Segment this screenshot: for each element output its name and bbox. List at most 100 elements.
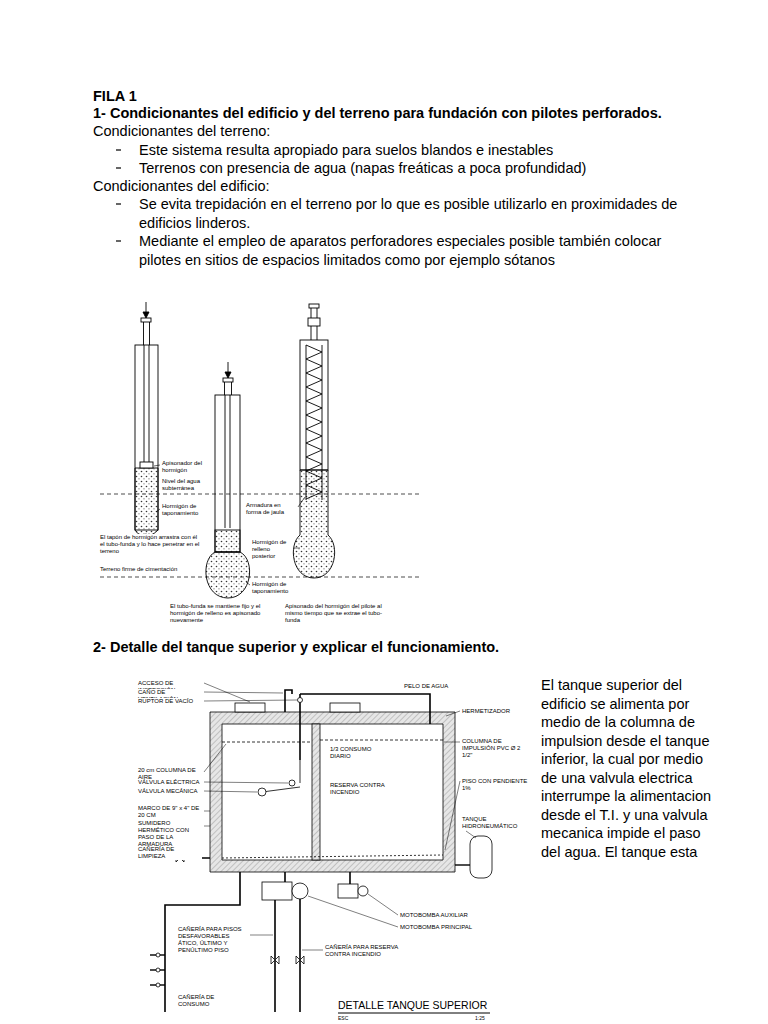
- callout-label: VÁLVULA ELÉCTRICA: [138, 779, 202, 786]
- tank-drawing-part: [156, 953, 160, 957]
- tank-drawing-part: [284, 872, 286, 882]
- callout-note: El tapón de hormigón arrastra con él el …: [100, 534, 200, 555]
- tank-leaders-part: [308, 896, 398, 927]
- pile-two-part: [225, 395, 226, 528]
- tank-drawing-part: [222, 742, 312, 743]
- callout-label: MOTOBOMBA PRINCIPAL: [400, 924, 480, 931]
- tank-drawing-part: [338, 884, 358, 898]
- tank-drawing-part: [349, 872, 351, 884]
- pile-three-part: [306, 345, 307, 500]
- pile-three-part: [309, 304, 319, 308]
- tank-drawing-part: [262, 787, 300, 792]
- tank-drawing-part: [320, 740, 443, 741]
- pile-one-part: [143, 322, 144, 345]
- tank-leaders-part: [204, 692, 283, 693]
- page-heading: FILA 1: [93, 87, 393, 106]
- tank-leaders-part: [466, 831, 476, 838]
- tank-leaders-part: [368, 894, 398, 915]
- pile-one-part: [149, 345, 150, 462]
- tank-drawing-part: [300, 760, 301, 783]
- body-text: Condicionantes del terreno:: [93, 122, 693, 141]
- tank-leaders-part: [204, 791, 257, 792]
- pile-two-part: [215, 530, 240, 552]
- pile-leaders-part: [154, 465, 160, 466]
- bullet-dashes: [116, 150, 121, 241]
- tank-drawing-part: [262, 882, 292, 900]
- pile-one-part: [141, 318, 151, 322]
- pile-one-part: [143, 312, 149, 318]
- callout-label: TANQUE HIDRONEUMÁTICO: [462, 816, 528, 830]
- bullet-dashes-part: [116, 167, 121, 168]
- tank-drawing-part: [455, 864, 470, 865]
- pile-two: [206, 362, 250, 598]
- bullet-item: Terrenos con presencia de agua (napas fr…: [139, 159, 739, 178]
- bullet-item: Este sistema resulta apropiado para suel…: [139, 141, 739, 160]
- pile-two-part: [231, 382, 232, 395]
- callout-label: COLUMNA DE IMPULSIÓN PVC Ø 2 1/2": [462, 738, 528, 759]
- callout-label: Terreno firme de cimentación: [100, 566, 200, 573]
- tank-drawing-part: [296, 956, 304, 964]
- callout-label: 1/3 CONSUMO DIARIO: [330, 746, 390, 760]
- ground-levels-part: [100, 577, 420, 578]
- pile-one-part: [144, 345, 145, 462]
- tank-drawing-part: [156, 968, 160, 972]
- body-paragraph: El tanque superior del edificio se alime…: [541, 676, 715, 861]
- pile-two-part: [215, 395, 240, 552]
- callout-label: PISO CON PENDIENTE 1%: [462, 778, 528, 792]
- tank-leaders-part: [204, 782, 288, 783]
- bullet-dashes-part: [116, 149, 121, 150]
- pile-three-part: [300, 340, 328, 470]
- tank-drawing-part: [470, 836, 492, 878]
- tank-drawing-part: [358, 886, 368, 896]
- tank-drawing-part: [235, 703, 265, 712]
- tank-drawing-part: [271, 956, 279, 964]
- tank-leaders-part: [445, 781, 460, 850]
- pile-one-part: [149, 322, 150, 345]
- callout-label: HERMETIZADOR: [462, 708, 528, 715]
- pile-two-part: [206, 552, 250, 598]
- bullet-item: Se evita trepidación en el terreno por l…: [139, 195, 701, 232]
- pile-two-part: [224, 382, 225, 395]
- pile-leaders-part: [246, 582, 250, 585]
- pile-two-part: [228, 362, 229, 373]
- pile-leaders-part: [298, 497, 305, 507]
- tank-leaders-part: [250, 935, 273, 936]
- tank-leaders-part: [204, 744, 226, 772]
- tank-leaders-part: [204, 700, 297, 701]
- callout-label: PELO DE AGUA: [404, 683, 454, 690]
- callout-note: Apisonado del hormigón del pilote al mis…: [285, 603, 390, 624]
- callout-label: Hormigón de relleno posterior: [252, 539, 292, 560]
- pile-three: [293, 304, 334, 578]
- body-text: Condicionantes del edificio:: [93, 177, 693, 196]
- tank-leaders-part: [446, 711, 460, 716]
- pile-two-part: [225, 372, 231, 378]
- callout-note: El tubo-funda se mantiene fijo y el horm…: [170, 603, 275, 624]
- pile-one-part: [135, 468, 158, 535]
- section-heading: 1- Condicionantes del edificio y del ter…: [93, 104, 753, 123]
- tank-leaders-part: [302, 950, 323, 951]
- callout-label: CAÑERÍA DE CONSUMO: [178, 994, 238, 1008]
- bullet-dashes-part: [116, 203, 121, 204]
- callout-label: Nivel del agua subterránea: [162, 478, 210, 492]
- pile-three-part: [308, 318, 320, 326]
- bullet-item: Mediante el empleo de aparatos perforado…: [139, 232, 679, 269]
- callout-label: CAÑERÍA PARA PISOS DESFAVORABLES ÁTICO, …: [178, 926, 248, 954]
- pile-two-part: [223, 378, 233, 382]
- tank-drawing-part: [299, 694, 301, 760]
- pile-three-part: [306, 345, 322, 499]
- bullet-dashes-part: [116, 240, 121, 241]
- tank-drawing-part: [289, 780, 295, 786]
- tank-drawing-part: [298, 698, 303, 703]
- callout-label: Armadura en forma de jaula: [246, 502, 296, 516]
- callout-label: MOTOBOMBA AUXILIAR: [400, 912, 480, 919]
- callout-label: CAÑERÍA PARA RESERVA CONTRA INCENDIO: [325, 944, 415, 958]
- callout-label: SUMIDERO HERMÉTICO CON PASO DE LA ARMADU…: [138, 820, 202, 848]
- drawing-title: DETALLE TANQUE SUPERIOR: [338, 999, 498, 1012]
- pile-one-part: [140, 462, 153, 468]
- tank-drawing-part: [285, 690, 292, 712]
- callout-label: MARCO DE 9" x 4" DE 20 CM: [138, 805, 202, 819]
- tank-drawing-part: [299, 899, 301, 1012]
- callout-label: CAÑERÍA DE LIMPIEZA: [138, 846, 202, 860]
- callout-label: VÁLVULA MECÁNICA: [138, 788, 202, 795]
- pile-leaders-part: [294, 548, 300, 549]
